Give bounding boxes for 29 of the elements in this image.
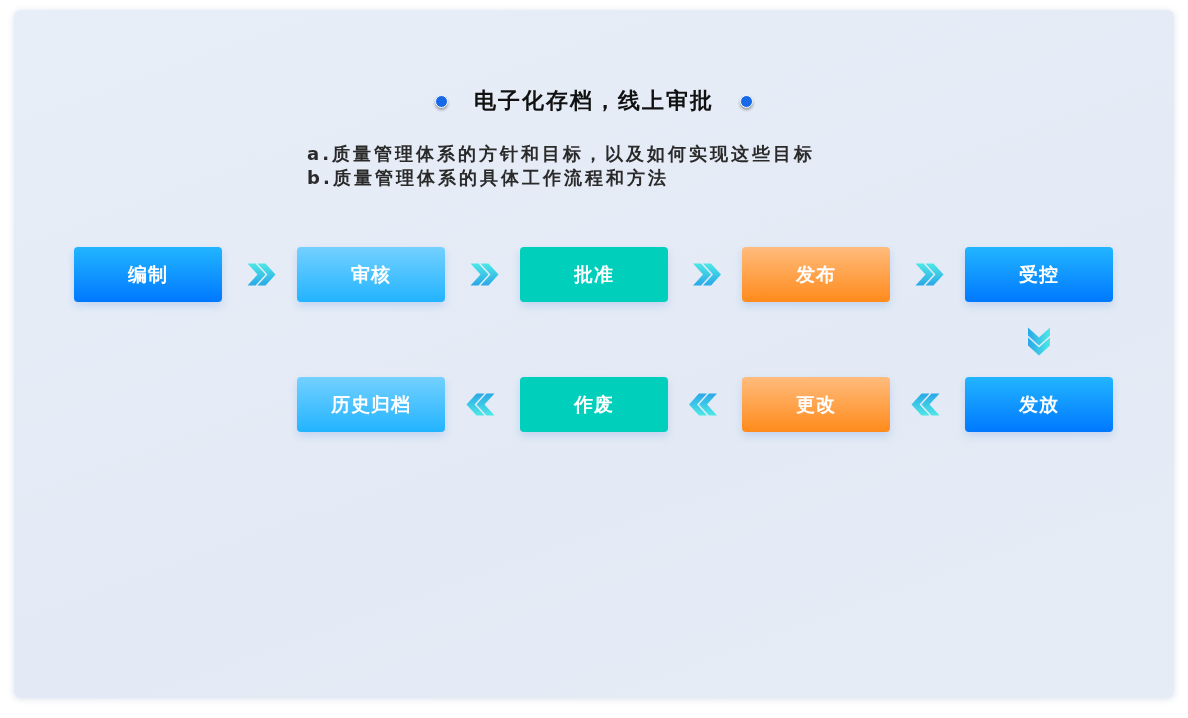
step-label: 审核 [351,261,391,287]
note-text: b.质量管理体系的具体工作流程和方法 [307,166,670,190]
step-label: 发放 [1019,391,1059,417]
process-box [965,377,1113,432]
double-chevron-arrow [247,263,276,286]
process-box [297,247,445,302]
process-box [520,247,668,302]
double-chevron-arrow [911,393,940,416]
process-box [520,377,668,432]
title: 电子化存档，线上审批 [474,87,714,115]
double-chevron-arrow [1028,327,1050,356]
step-label: 编制 [128,261,168,287]
step-label: 作废 [574,391,614,417]
process-box [965,247,1113,302]
process-box [742,377,890,432]
note-text: a.质量管理体系的方针和目标，以及如何实现这些目标 [307,142,815,166]
process-box [742,247,890,302]
process-box [297,377,445,432]
double-chevron-arrow [470,263,499,286]
step-label: 受控 [1019,261,1059,287]
process-box [74,247,222,302]
double-chevron-arrow [693,263,721,286]
double-chevron-arrow [915,263,944,286]
double-chevron-arrow [689,393,717,416]
step-label: 历史归档 [331,391,411,417]
double-chevron-arrow [466,393,495,416]
step-label: 更改 [796,391,836,417]
step-label: 发布 [796,261,836,287]
step-label: 批准 [574,261,614,287]
